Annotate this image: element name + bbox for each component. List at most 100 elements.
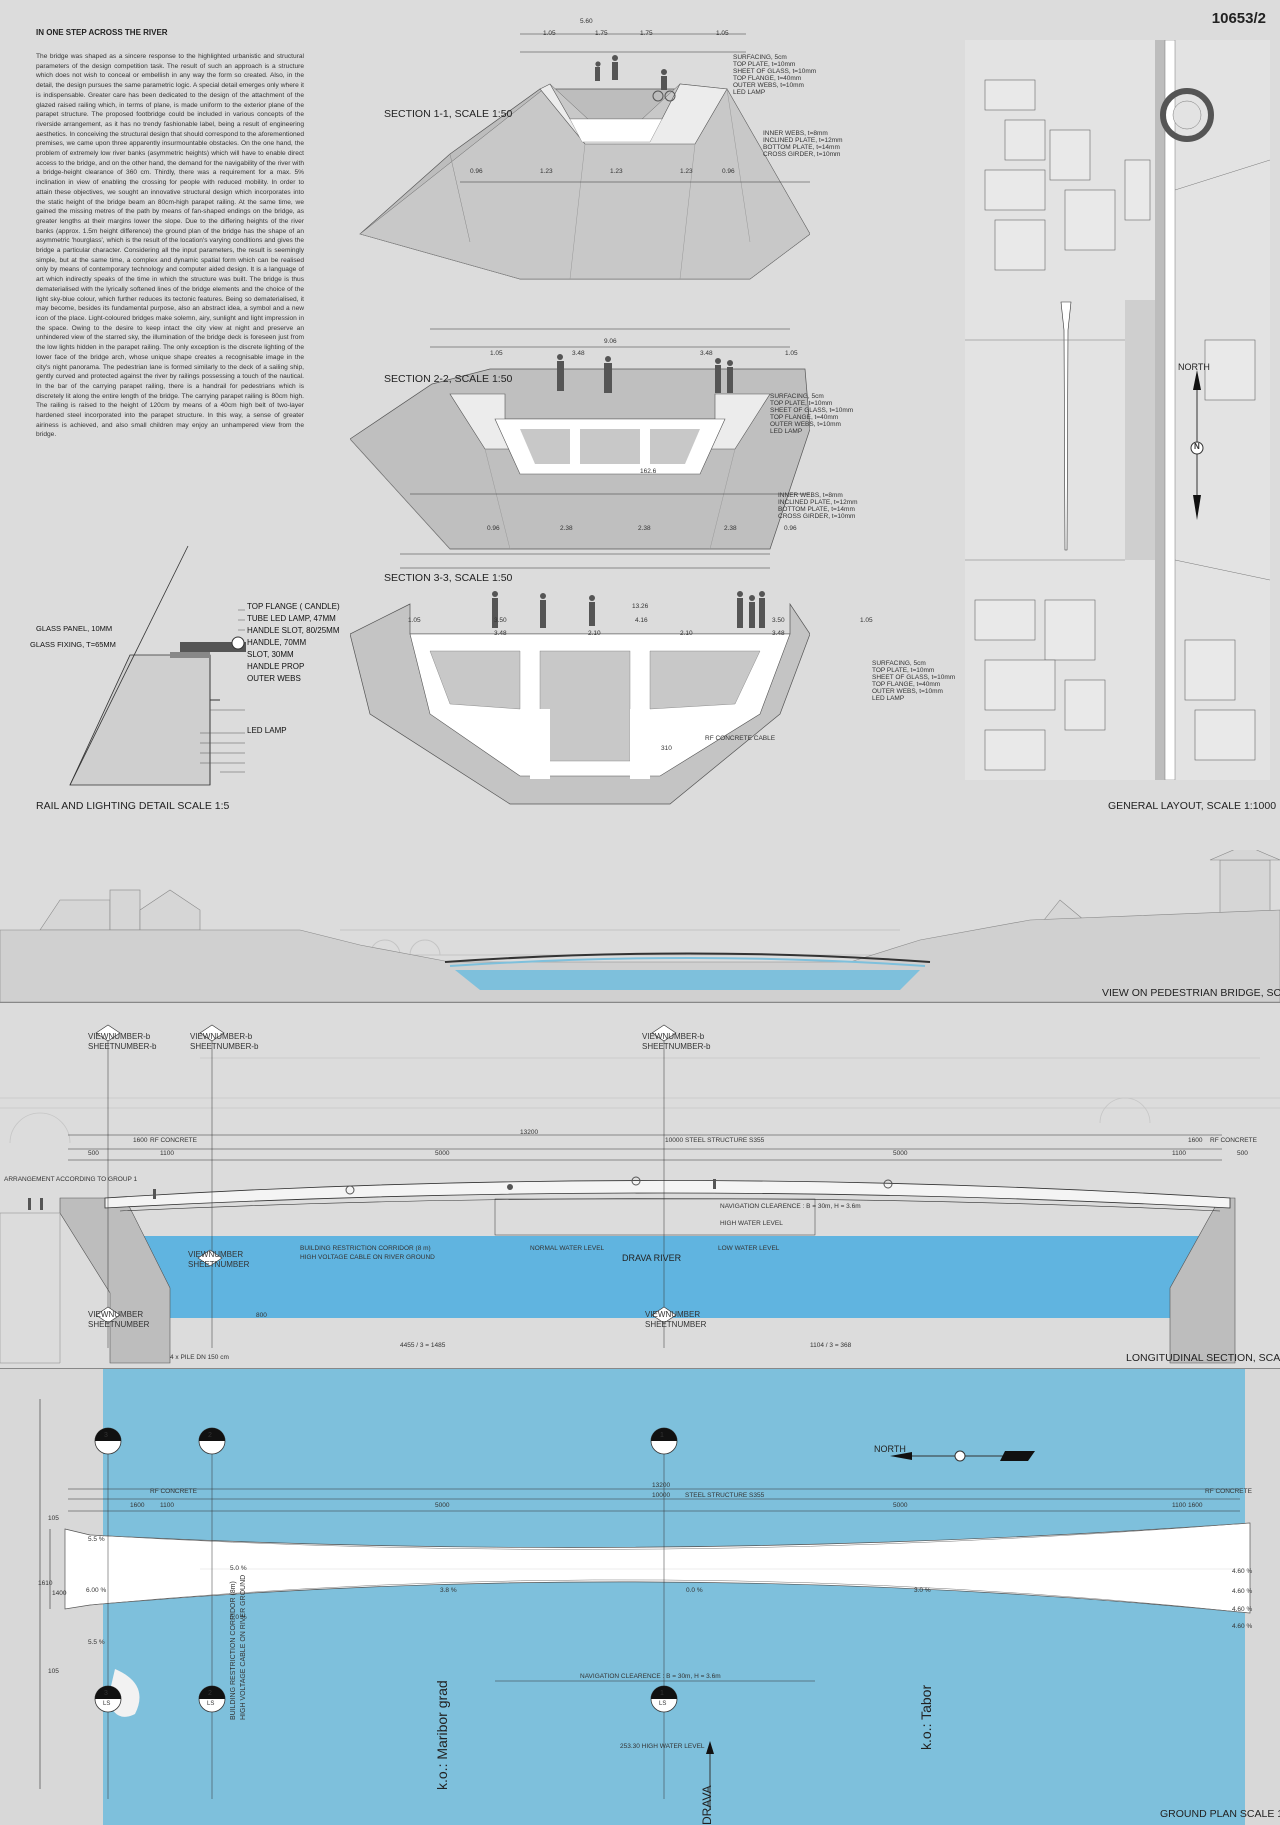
gp-slope: 0.0 % — [686, 1587, 703, 1594]
gp-width: 1610 — [38, 1580, 53, 1587]
longitudinal-label: LONGITUDINAL SECTION, SCALE 1:500 — [1126, 1352, 1280, 1364]
section-1-dim: 0.96 — [722, 168, 735, 175]
gp-rf-right: RF CONCRETE — [1205, 1488, 1252, 1495]
section-3-label: SECTION 3-3, SCALE 1:50 — [384, 572, 513, 584]
note-cross-girder: CROSS GIRDER, t=10mm — [763, 151, 841, 158]
gp-width: 1400 — [52, 1590, 67, 1597]
rail-glass-panel: GLASS PANEL, 10mm — [36, 624, 113, 633]
note-outer-webs: OUTER WEBS, t=10mm — [770, 421, 841, 428]
note-outer-webs: OUTER WEBS, t=10mm — [733, 82, 804, 89]
page-title: IN ONE STEP ACROSS THE RIVER — [36, 28, 168, 37]
note-sheet-glass: SHEET OF GLASS, t=10mm — [872, 674, 956, 681]
note-surfacing: SURFACING, 5cm — [733, 54, 787, 61]
marker-tag: LS — [103, 1701, 111, 1707]
section-3-dim: 3.50 — [494, 617, 507, 624]
note-inner-webs: INNER WEBS, t=8mm — [778, 492, 843, 499]
gp-steel-label: STEEL STRUCTURE S355 — [685, 1492, 765, 1499]
long-span: 500 — [88, 1150, 99, 1157]
gp-width: 105 — [48, 1668, 59, 1675]
section-3-drawing — [350, 553, 810, 805]
gp-span: 1100 — [1172, 1502, 1186, 1509]
gp-rf-left: RF CONCRETE — [150, 1488, 197, 1495]
section-2-dim: 2.38 — [724, 525, 737, 532]
axis-viewnumber: VIEWNUMBER — [188, 1250, 244, 1259]
dim-800: 800 — [256, 1312, 267, 1319]
marker-num: 1 — [660, 1690, 664, 1697]
marker-tag: GP — [206, 1443, 215, 1449]
axis-sheetnumber: SHEETNUMBER-b — [642, 1042, 711, 1051]
section-3-height: 310 — [661, 745, 672, 752]
axis-viewnumber: VIEWNUMBER-b — [88, 1032, 151, 1041]
arrangement-note: ARRANGEMENT ACCORDING TO GROUP 1 — [4, 1176, 138, 1183]
section-2-label: SECTION 2-2, SCALE 1:50 — [384, 373, 513, 385]
long-span: 5000 — [435, 1150, 450, 1157]
gp-slope: 4.60 % — [1232, 1568, 1253, 1575]
rail-top-flange: TOP FLANGE ( CANDLE) — [247, 602, 340, 611]
long-steel-label: STEEL STRUCTURE S355 — [685, 1137, 765, 1144]
gp-nav-clearance: NAVIGATION CLEARENCE : B = 30m, H = 3.6m — [580, 1673, 721, 1680]
section-1-dim: 0.96 — [470, 168, 483, 175]
section-2-total: 9.06 — [604, 338, 617, 345]
general-layout-map — [965, 40, 1270, 780]
maribor-label: k.o.: Maribor grad — [434, 1680, 450, 1790]
section-3-total: 13.26 — [632, 603, 649, 610]
long-span: 500 — [1237, 1150, 1248, 1157]
note-top-plate: TOP PLATE, t=10mm — [872, 667, 935, 674]
marker-tag: LS — [659, 1701, 667, 1707]
axis-sheetnumber: SHEETNUMBER-b — [88, 1042, 157, 1051]
long-bottom-right: 1104 / 3 = 368 — [810, 1342, 852, 1349]
pile-note: 4 x PILE DN 150 cm — [170, 1354, 229, 1361]
marker-num: 3 — [104, 1690, 108, 1697]
axis-sheetnumber: SHEETNUMBER — [88, 1320, 150, 1329]
description-text: The bridge was shaped as a sincere respo… — [36, 53, 304, 439]
gp-corridor: BUILDING RESTRICTION CORRIDOR (8m) — [230, 1581, 237, 1720]
note-top-flange: TOP FLANGE, t=40mm — [733, 75, 802, 82]
gp-dim-steel: 10000 — [652, 1492, 671, 1499]
gp-end-right: 1600 — [1188, 1502, 1203, 1509]
axis-sheetnumber: SHEETNUMBER — [188, 1260, 250, 1269]
ground-north-arrow — [890, 1450, 1035, 1462]
note-sheet-glass: SHEET OF GLASS, t=10mm — [733, 68, 817, 75]
note-top-flange: TOP FLANGE, t=40mm — [770, 414, 839, 421]
note-surfacing: SURFACING, 5cm — [872, 660, 926, 667]
note-top-flange: TOP FLANGE, t=40mm — [872, 681, 941, 688]
tabor-label: k.o.: Tabor — [918, 1684, 934, 1750]
bridge-view-drawing — [0, 850, 1280, 1002]
low-water-note: LOW WATER LEVEL — [718, 1245, 780, 1252]
gp-slope: 3.8 % — [440, 1587, 457, 1594]
gp-slope: 5.0 % — [230, 1565, 247, 1572]
section-1-dim: 1.23 — [610, 168, 623, 175]
high-water-note: HIGH WATER LEVEL — [720, 1220, 783, 1227]
gp-hwl: 253.30 HIGH WATER LEVEL — [620, 1743, 705, 1750]
gp-slope: 4.60 % — [1232, 1623, 1253, 1630]
note-bottom-plate: BOTTOM PLATE, t=14mm — [763, 144, 840, 151]
view-label: VIEW ON PEDESTRIAN BRIDGE, SCALE 1:500 — [1102, 987, 1280, 999]
section-2-drawing — [350, 328, 810, 550]
axis-viewnumber: VIEWNUMBER — [645, 1310, 701, 1319]
rail-handle: HANDLE, 70mm — [247, 638, 307, 647]
section-2-dim: 2.38 — [560, 525, 573, 532]
gp-width: 105 — [48, 1515, 59, 1522]
section-2-dim: 3.48 — [572, 350, 585, 357]
drava-label: DRAVA — [700, 1785, 714, 1825]
gp-span: 5000 — [435, 1502, 450, 1509]
note-led-lamp: LED LAMP — [733, 89, 766, 96]
rail-led-lamp: LED LAMP — [247, 726, 287, 735]
rail-detail-label: RAIL AND LIGHTING DETAIL SCALE 1:5 — [36, 800, 230, 812]
section-2-dim: 3.48 — [700, 350, 713, 357]
long-span: 5000 — [893, 1150, 908, 1157]
gp-slope: 4.60 % — [1232, 1606, 1253, 1613]
section-3-dim: 4.16 — [635, 617, 648, 624]
note-bottom-plate: BOTTOM PLATE, t=14mm — [778, 506, 855, 513]
corridor-note: BUILDING RESTRICTION CORRIDOR (8 m) — [300, 1245, 431, 1252]
long-rf-left: RF CONCRETE — [150, 1137, 197, 1144]
gp-slope: 6.00 % — [86, 1587, 107, 1594]
north-arrow — [1190, 370, 1204, 520]
section-3-dim: 1.05 — [860, 617, 873, 624]
section-2-dim: 2.38 — [638, 525, 651, 532]
normal-water-note: NORMAL WATER LEVEL — [530, 1245, 605, 1252]
rail-glass-fixing: GLASS FIXING, t=65mm — [30, 640, 116, 649]
section-1-dim: 1.75 — [640, 30, 653, 37]
nav-clearance-note: NAVIGATION CLEARENCE : B = 30m, H = 3.6m — [720, 1203, 861, 1210]
long-span: 1100 — [1172, 1150, 1186, 1157]
